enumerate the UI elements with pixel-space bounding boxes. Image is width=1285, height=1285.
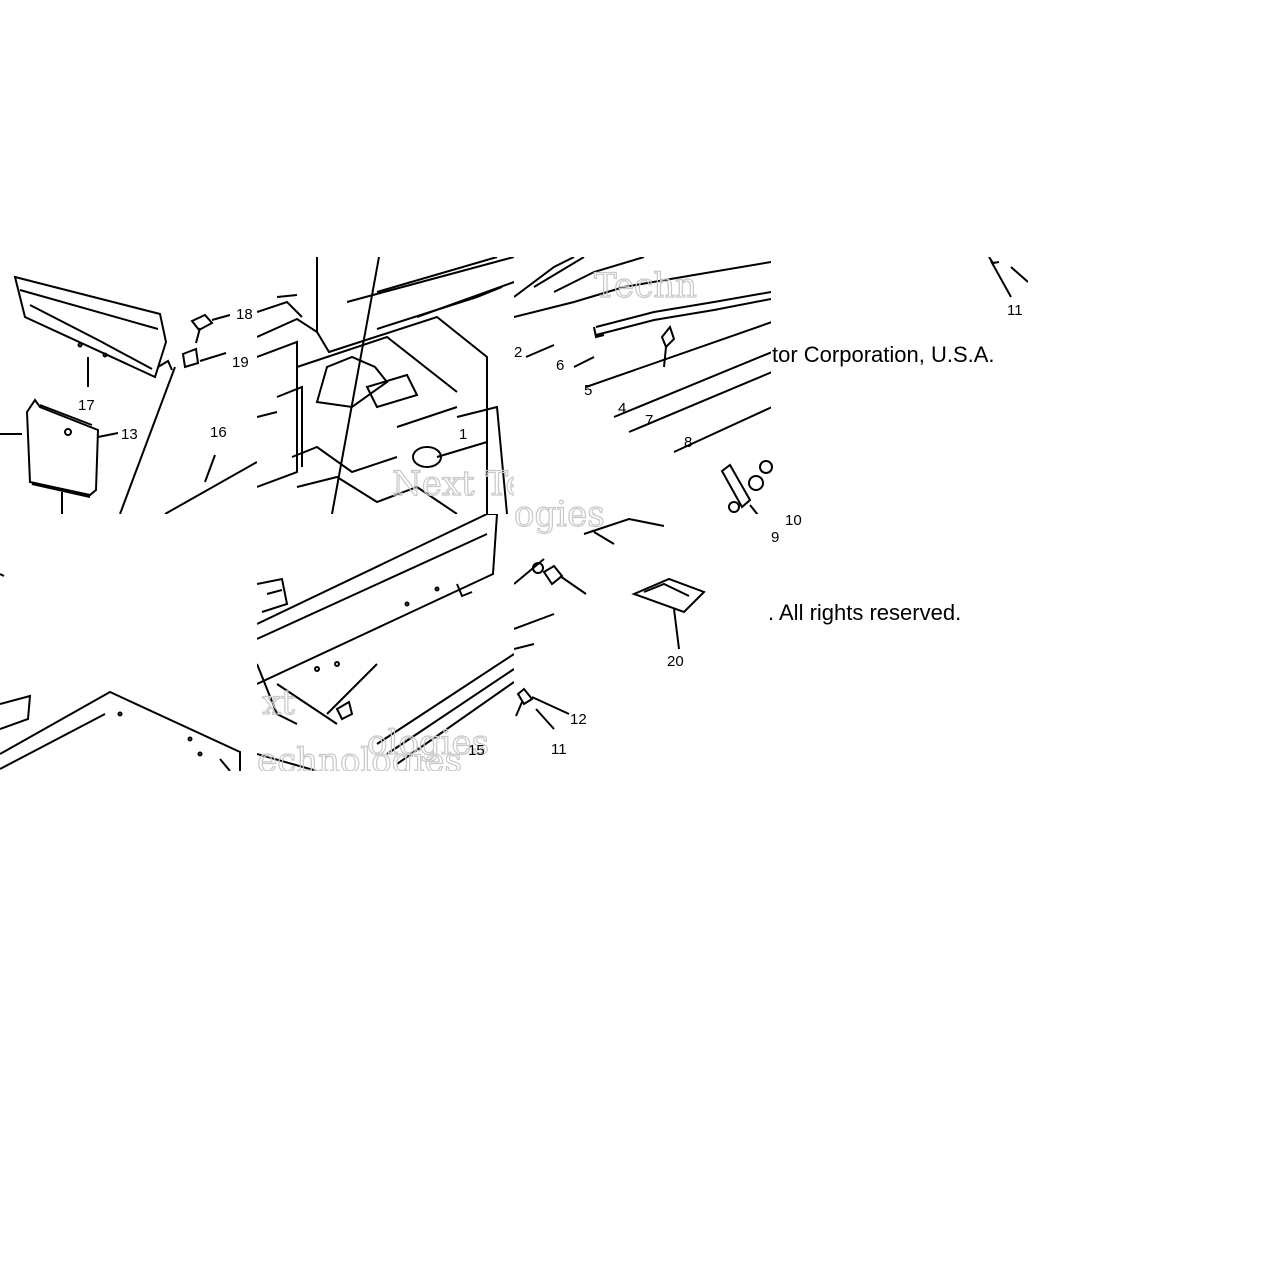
diagram-tile-bottom-left [0, 514, 257, 771]
tile-a-drawing [0, 275, 257, 514]
tile-f-drawing [0, 573, 241, 771]
tile-e-drawing [720, 460, 773, 516]
watermark-next: Next Te [392, 464, 514, 504]
tile-d-drawing [988, 257, 1028, 298]
watermark-ogies-2: ogies [514, 514, 605, 535]
watermark-echnologies: echnologies [257, 741, 462, 771]
diagram-tile-top-left: 18 19 17 13 16 [0, 257, 257, 514]
diagram-tile-bottom-right: ogies 20 12 11 [514, 514, 771, 771]
watermark-ologies: ologies [367, 723, 489, 763]
tile-c-drawing: Techn ogies [514, 257, 771, 514]
watermark-ogies: ogies [514, 494, 605, 514]
tile-g-drawing: xt ologies echnologies [257, 514, 514, 771]
copyright-line-1: tor Corporation, U.S.A. [772, 342, 995, 367]
copyright-line-2: . All rights reserved. [768, 600, 962, 625]
tile-h-drawing: ogies [514, 514, 706, 730]
diagram-tile-top-center: Next Te 1 [257, 257, 514, 514]
watermark-techn: Techn [594, 266, 697, 306]
diagram-tile-far-right-top: 11 [771, 257, 1028, 357]
watermark-xt: xt [262, 683, 295, 723]
diagram-tile-bottom-center: xt ologies echnologies 15 [257, 514, 514, 771]
tile-b-drawing: Next Te [257, 257, 514, 514]
